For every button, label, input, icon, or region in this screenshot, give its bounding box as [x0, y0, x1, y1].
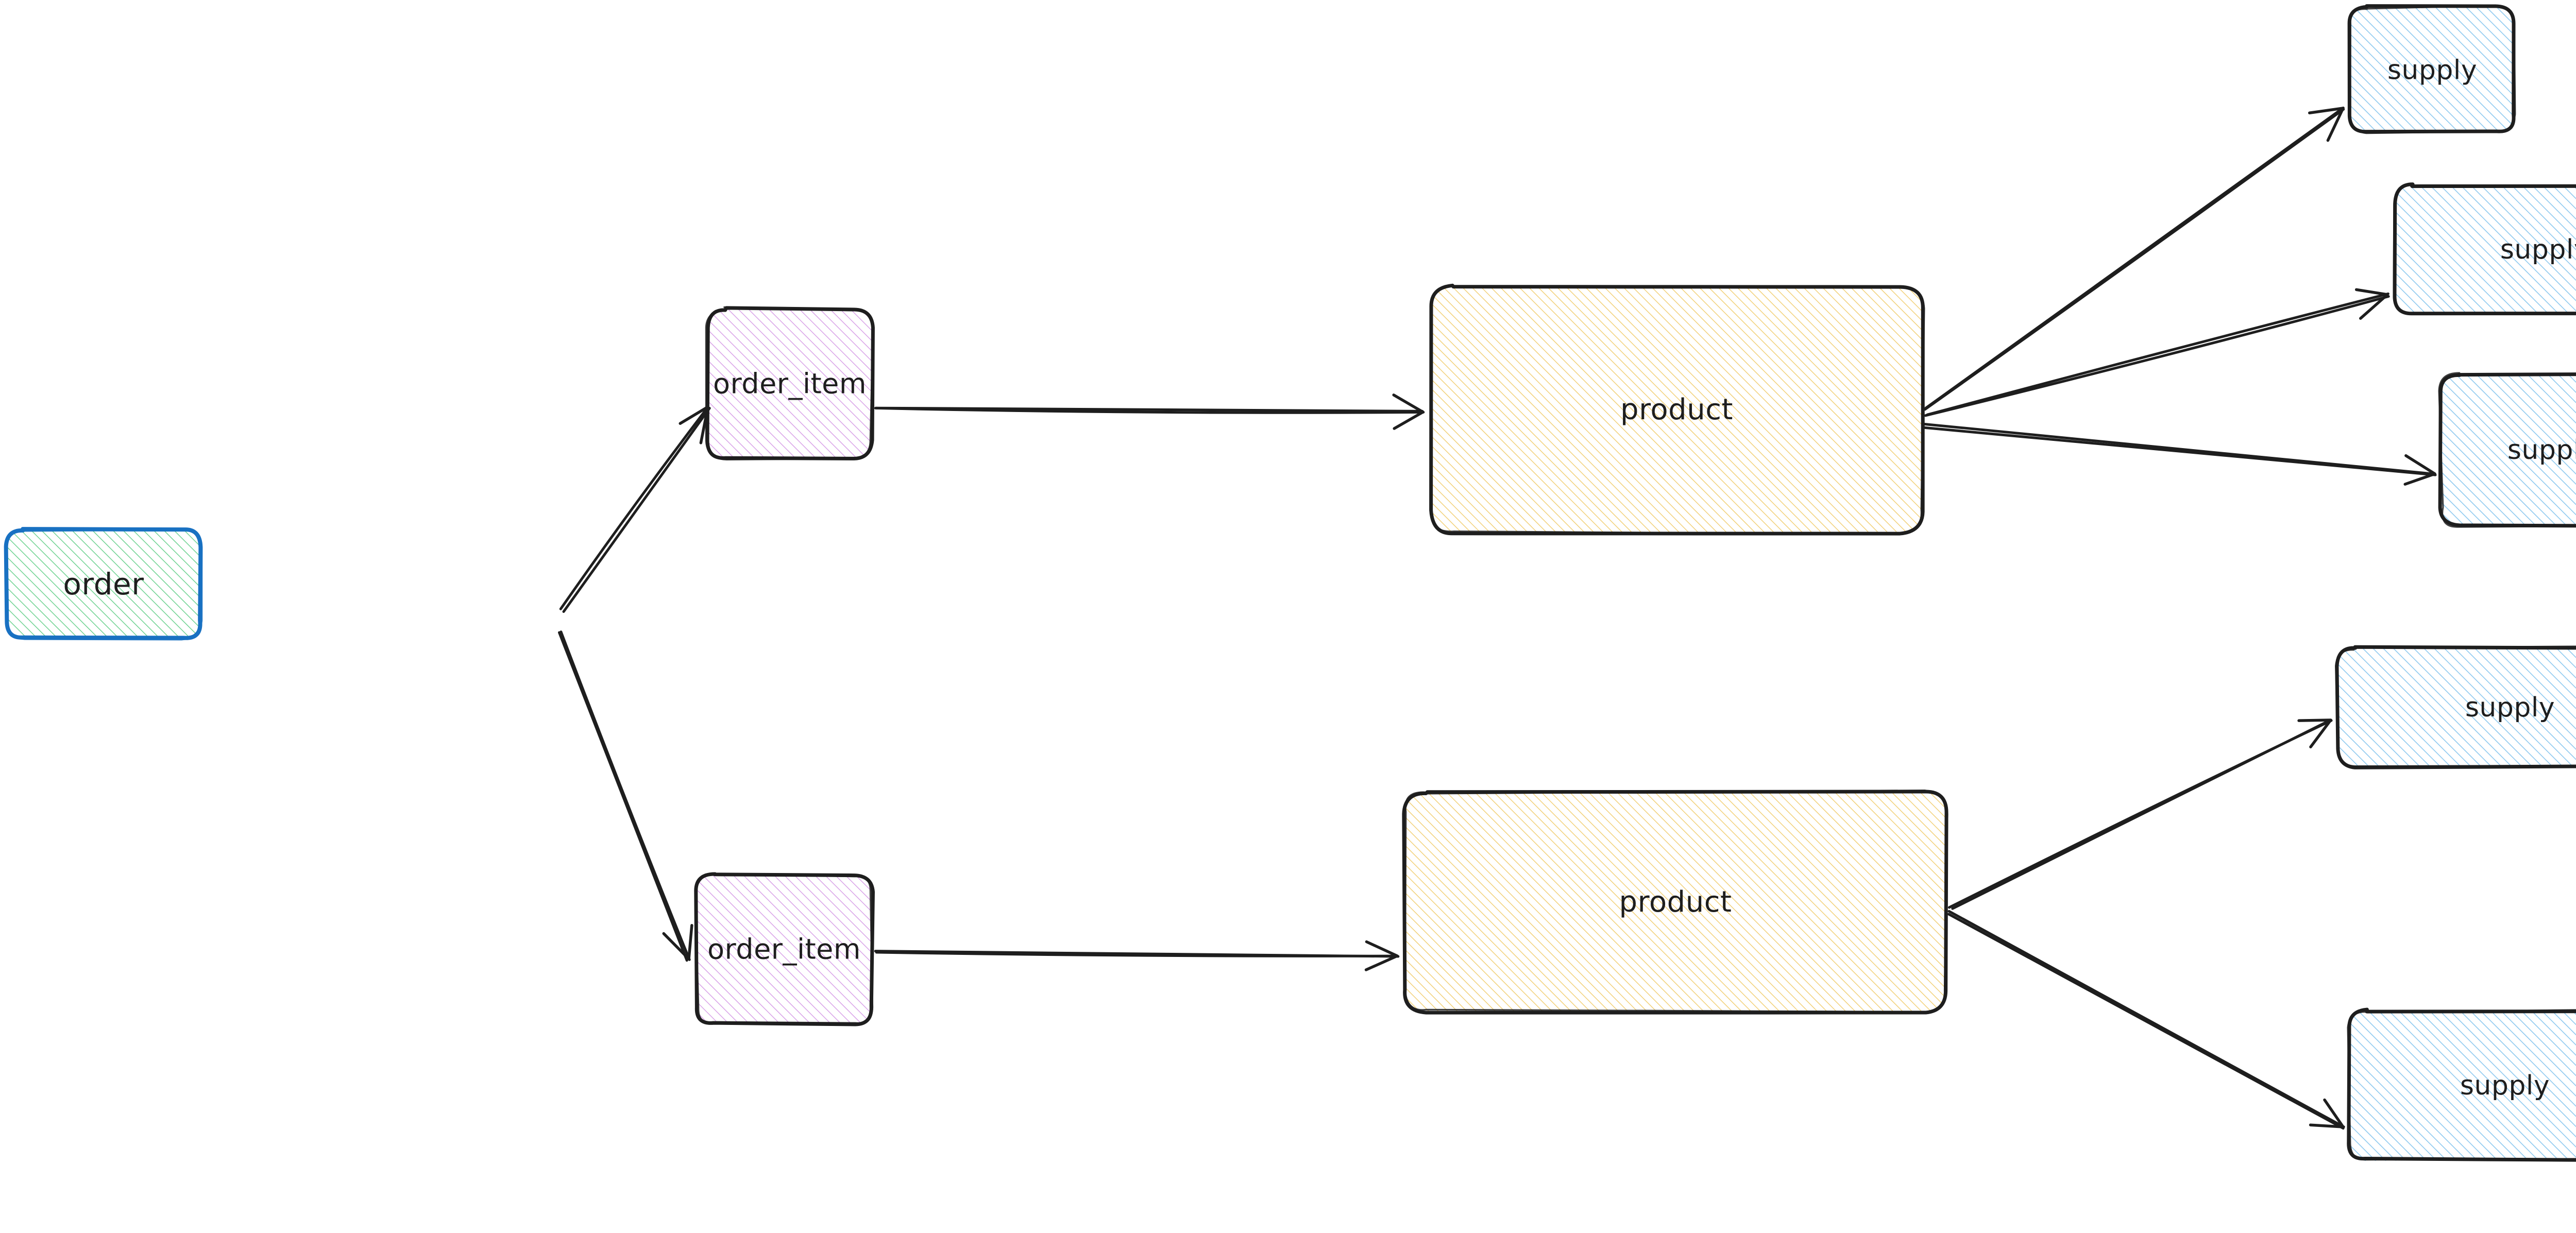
- node-outline: [694, 872, 874, 1024]
- edge-line: [559, 406, 709, 610]
- node-fill: [2336, 647, 2576, 766]
- node-label: supply: [2460, 1070, 2550, 1101]
- edge-line: [1926, 292, 2389, 416]
- node-fill: [707, 309, 873, 459]
- arrowhead-icon: [2354, 288, 2389, 320]
- node-supply_5[interactable]: supply: [2347, 1007, 2576, 1162]
- edge-product-bottom-to-supply-5[interactable]: [1947, 910, 2345, 1130]
- edge-product-top-to-supply-1[interactable]: [1923, 106, 2345, 411]
- edge-line: [1947, 913, 2345, 1130]
- edge-product-bottom-to-supply-4[interactable]: [1947, 718, 2333, 910]
- node-fill: [2441, 373, 2576, 526]
- arrowhead-icon: [2403, 454, 2436, 486]
- node-label: supply: [2507, 435, 2576, 466]
- node-fill: [1404, 791, 1947, 1013]
- node-fill: [2394, 185, 2576, 314]
- nodes-layer: orderorder_itemorder_itemproductproducts…: [4, 4, 2576, 1162]
- node-label: supply: [2465, 692, 2555, 723]
- edge-line: [560, 630, 691, 961]
- edge-order-item-top-to-product-top[interactable]: [874, 393, 1425, 430]
- edge-line: [1922, 426, 2437, 476]
- edge-product-top-to-supply-2[interactable]: [1924, 288, 2390, 417]
- node-supply_4[interactable]: supply: [2335, 645, 2576, 769]
- edge-line: [1947, 910, 2345, 1128]
- node-outline: [4, 528, 203, 641]
- arrowhead-icon: [2309, 1098, 2345, 1128]
- edge-product-top-to-supply-3[interactable]: [1922, 422, 2437, 486]
- node-outline: [705, 306, 874, 460]
- edge-line: [1923, 108, 2345, 411]
- edge-line: [874, 406, 1425, 414]
- node-outline: [2393, 183, 2576, 315]
- node-label: product: [1620, 393, 1733, 426]
- edge-order-to-order-item-bottom[interactable]: [557, 630, 693, 962]
- node-label: supply: [2500, 234, 2576, 265]
- edge-line: [562, 407, 711, 613]
- node-order[interactable]: order: [4, 527, 203, 641]
- edge-line: [1924, 295, 2390, 417]
- node-label: supply: [2387, 55, 2477, 86]
- node-outline: [2438, 372, 2576, 528]
- node-supply_3[interactable]: supply: [2438, 372, 2576, 528]
- node-product_bottom[interactable]: product: [1402, 789, 1948, 1015]
- node-fill: [1430, 285, 1923, 533]
- edge-line: [1951, 718, 2332, 910]
- node-label: product: [1619, 885, 1732, 919]
- node-label: order: [63, 567, 144, 602]
- edge-line: [875, 951, 1399, 957]
- node-fill: [2348, 1009, 2576, 1161]
- node-fill: [6, 528, 201, 639]
- arrowhead-icon: [662, 924, 693, 961]
- edge-line: [557, 631, 688, 962]
- node-outline: [1404, 789, 1948, 1013]
- node-outline: [694, 872, 875, 1026]
- arrowhead-icon: [1364, 940, 1399, 971]
- arrowhead-icon: [2308, 107, 2345, 142]
- arrowhead-icon: [1392, 393, 1425, 430]
- arrowhead-icon: [2297, 718, 2332, 749]
- edges-layer: [557, 106, 2437, 1130]
- node-outline: [2347, 1009, 2576, 1161]
- node-order_item_bottom[interactable]: order_item: [694, 872, 875, 1026]
- node-supply_2[interactable]: supply: [2393, 182, 2576, 316]
- node-label: order_item: [707, 933, 861, 966]
- node-order_item_top[interactable]: order_item: [705, 306, 875, 460]
- node-fill: [696, 874, 873, 1025]
- edge-order-item-bottom-to-product-bottom[interactable]: [874, 940, 1400, 971]
- node-label: order_item: [713, 368, 867, 400]
- node-supply_1[interactable]: supply: [2347, 4, 2516, 134]
- node-fill: [2350, 7, 2515, 133]
- edge-order-to-order-item-top[interactable]: [559, 405, 711, 613]
- node-product_top[interactable]: product: [1429, 283, 1925, 536]
- node-outline: [2335, 645, 2576, 767]
- node-outline: [1429, 284, 1925, 535]
- node-outline: [2349, 5, 2516, 134]
